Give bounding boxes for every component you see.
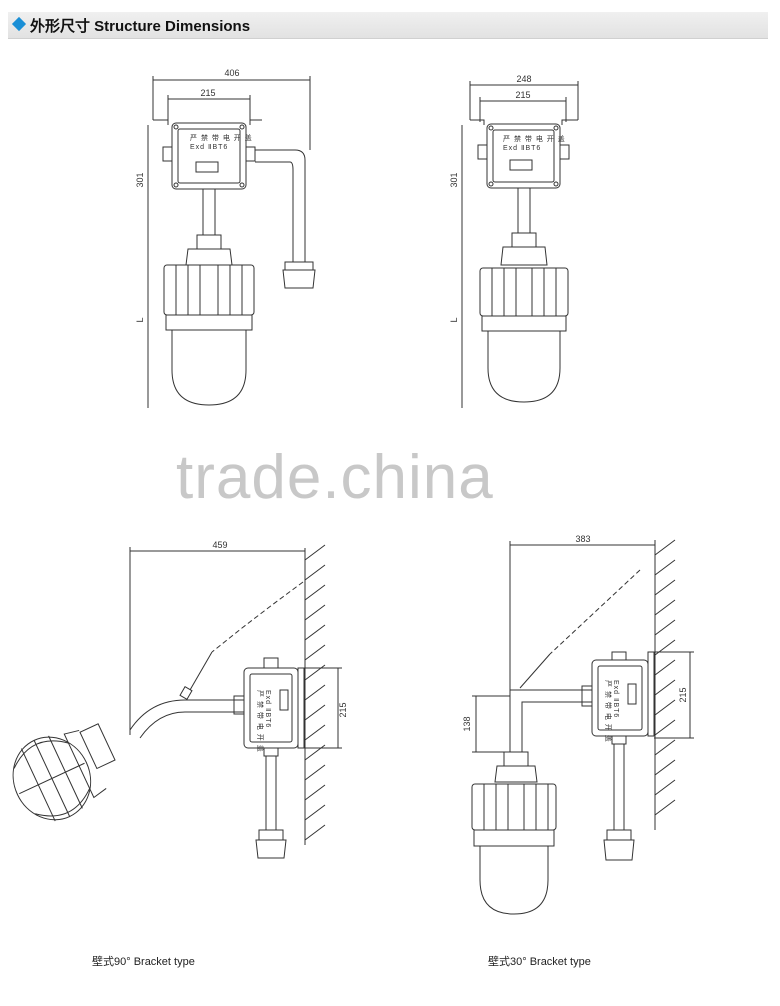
dim-215: 215 [200, 88, 215, 98]
plate-rating: Exd ⅡBT6 [612, 680, 619, 718]
plate-rating: Exd ⅡBT6 [503, 145, 541, 152]
dim-138: 138 [462, 716, 472, 731]
dim-248: 248 [516, 74, 531, 84]
plate-rating: Exd ⅡBT6 [264, 690, 271, 728]
dim-383: 383 [575, 534, 590, 544]
dim-215d: 215 [678, 687, 688, 702]
drawing-4: 383 严 禁 带 电 开 盖 Exd ⅡBT6 215 138 [462, 534, 694, 915]
caption-bracket-90: 壁式90° Bracket type [92, 956, 195, 968]
dim-301: 301 [135, 172, 145, 187]
dim-301b: 301 [449, 172, 459, 187]
plate-warning: 严 禁 带 电 开 盖 [604, 680, 613, 743]
plate-warning: 严 禁 带 电 开 盖 [190, 133, 253, 142]
section-title: 外形尺寸 Structure Dimensions [30, 18, 251, 35]
dim-L: L [135, 317, 145, 322]
watermark: trade.china [176, 443, 494, 512]
dim-406: 406 [224, 68, 239, 78]
plate-warning: 严 禁 带 电 开 盖 [256, 690, 265, 753]
dim-Lb: L [449, 317, 459, 322]
dim-459: 459 [212, 540, 227, 550]
section-header: 外形尺寸 Structure Dimensions [8, 12, 768, 39]
drawing-1: 406 215 严 禁 带 电 开 盖 Exd ⅡBT6 [135, 68, 316, 408]
plate-warning: 严 禁 带 电 开 盖 [503, 134, 566, 143]
dim-215c: 215 [338, 702, 348, 717]
drawing-3: 459 严 禁 带 电 开 盖 Exd ⅡBT6 215 [12, 540, 348, 859]
dim-215b: 215 [515, 90, 530, 100]
caption-bracket-30: 壁式30° Bracket type [488, 956, 591, 968]
plate-rating: Exd ⅡBT6 [190, 144, 228, 151]
drawing-2: 248 215 严 禁 带 电 开 盖 Exd ⅡBT6 301 L [449, 74, 579, 408]
